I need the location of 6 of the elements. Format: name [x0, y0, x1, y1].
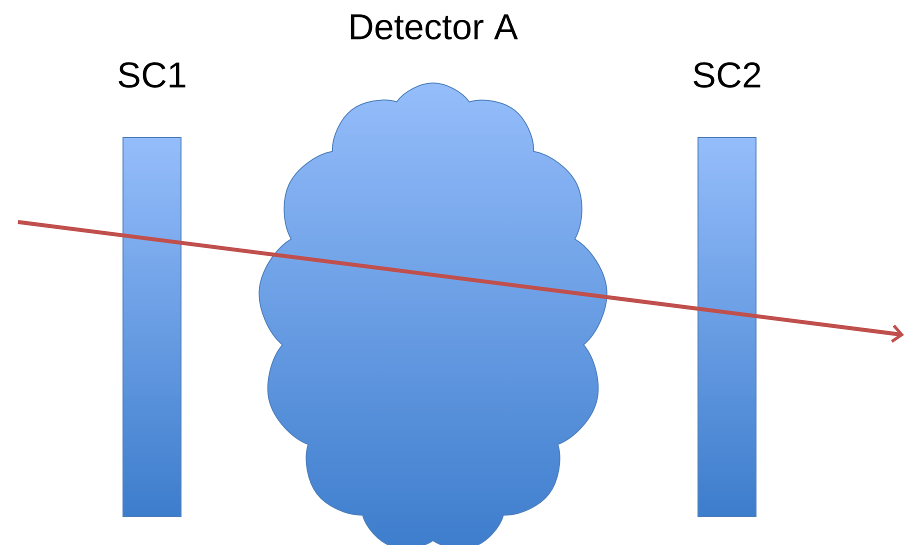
detector-cloud: Detector A	[258, 14, 608, 545]
node-label: SC2	[694, 62, 760, 88]
node-label: Detector A	[350, 14, 518, 40]
scintillator-bar: SC2	[694, 62, 760, 517]
node-label: SC1	[118, 62, 186, 88]
scintillator-bar: SC1	[118, 62, 186, 517]
